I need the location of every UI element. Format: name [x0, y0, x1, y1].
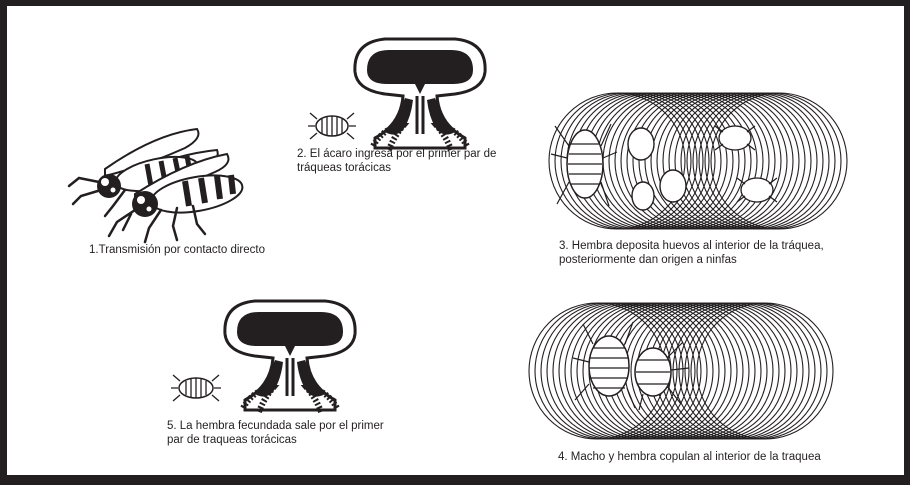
step-2-caption-line-1: 2. El ácaro ingresa por el primer par de: [297, 147, 496, 161]
mite-icon: [307, 109, 357, 141]
step-3-caption-line-1: 3. Hembra deposita huevos al interior de…: [559, 239, 824, 253]
step-5-caption: 5. La hembra fecundada sale por el prime…: [167, 419, 384, 447]
step-5-caption-line-1: 5. La hembra fecundada sale por el prime…: [167, 419, 384, 433]
bee-thorax-tracheae-exit-icon: [215, 296, 365, 414]
nymph-icon: [715, 126, 777, 202]
step-3-caption-line-2: posteriormente dan origen a ninfas: [559, 253, 824, 267]
step-3-caption: 3. Hembra deposita huevos al interior de…: [559, 239, 824, 267]
female-mite-icon: [573, 322, 635, 408]
step-1-caption-line-1: 1.Transmisión por contacto directo: [89, 243, 265, 257]
step-4-caption-line-1: 4. Macho y hembra copulan al interior de…: [558, 450, 821, 464]
two-bees-icon: [65, 124, 265, 244]
mite-exiting-icon: [170, 372, 222, 404]
trachea-tube-mating-icon: [527, 296, 832, 446]
step-1-caption: 1.Transmisión por contacto directo: [89, 243, 265, 257]
bee-thorax-tracheae-icon: [345, 34, 495, 152]
step-2-caption-line-2: tráqueas torácicas: [297, 161, 496, 175]
step-2-caption: 2. El ácaro ingresa por el primer par de…: [297, 147, 496, 175]
step-5-caption-line-2: par de traqueas torácicas: [167, 433, 384, 447]
trachea-tube-eggs-icon: [547, 86, 847, 236]
step-4-caption: 4. Macho y hembra copulan al interior de…: [558, 450, 821, 464]
